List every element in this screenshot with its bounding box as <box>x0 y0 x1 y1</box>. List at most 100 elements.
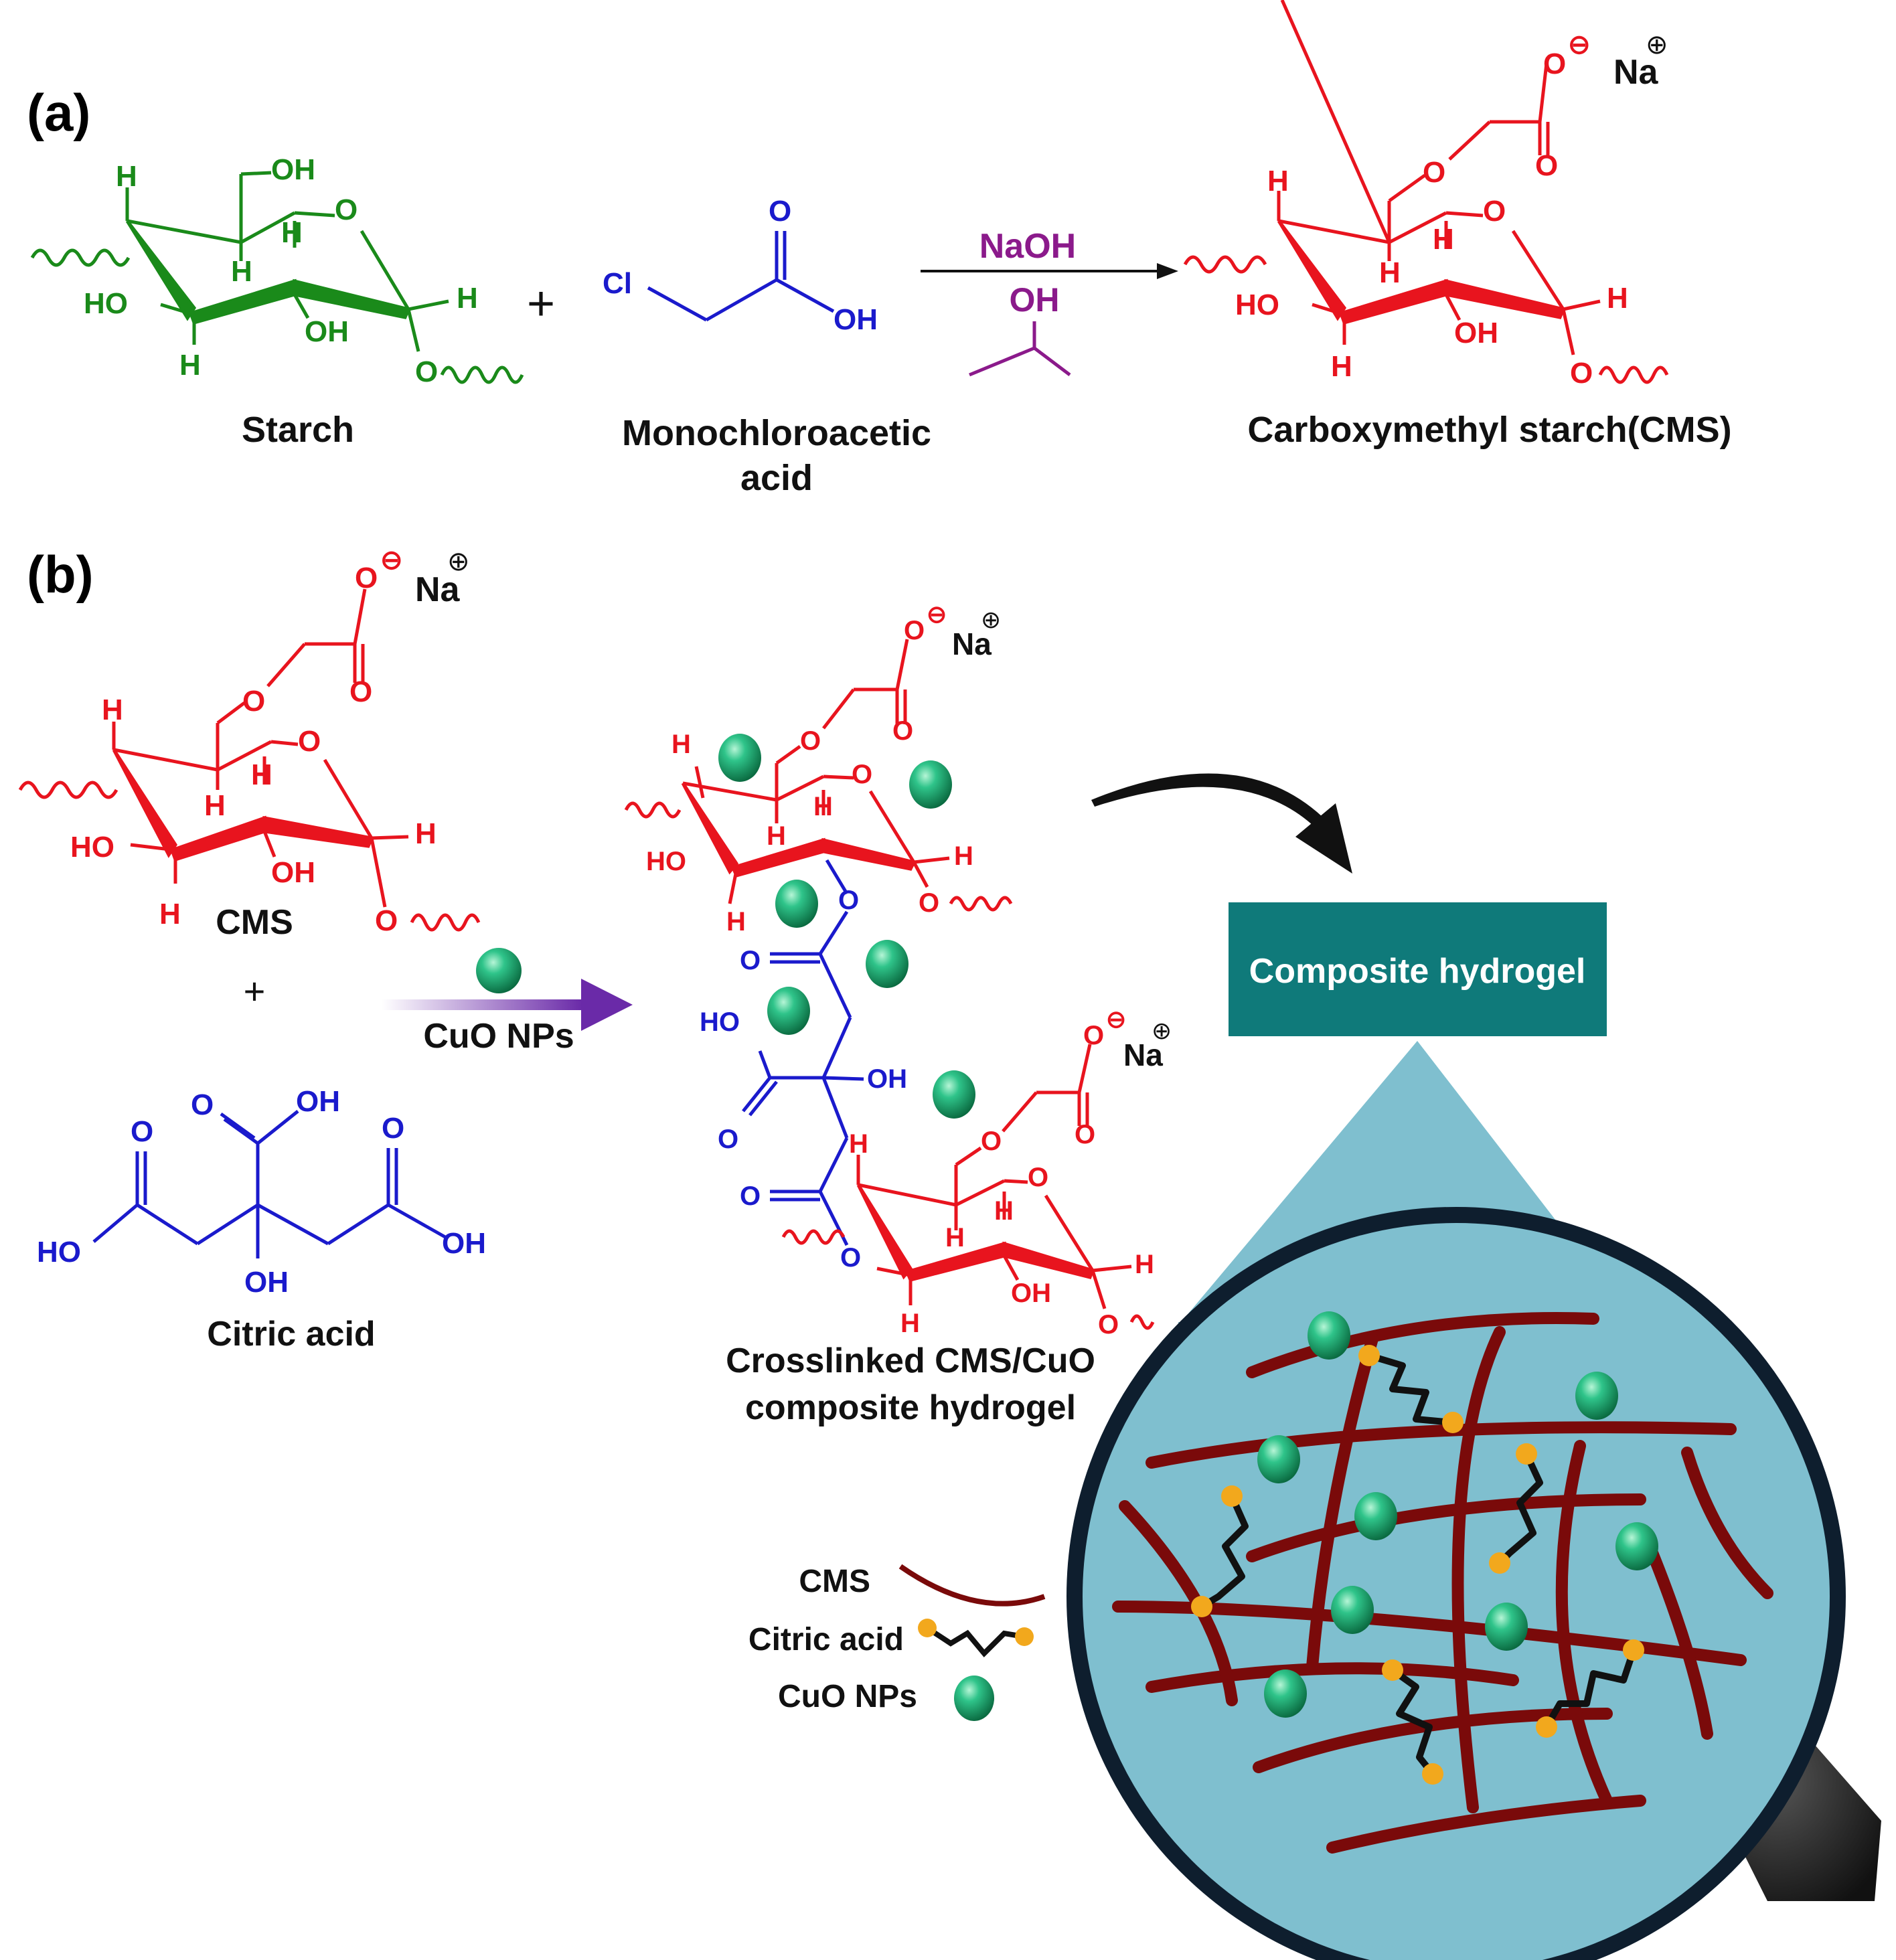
atom: O <box>904 616 925 645</box>
cuo-np <box>1575 1372 1618 1420</box>
atom: H <box>954 841 973 871</box>
citric-node <box>1221 1485 1243 1507</box>
cuo-np <box>1615 1522 1658 1570</box>
atom: OH <box>834 303 878 336</box>
atom: OH <box>1454 317 1498 349</box>
citric-node <box>1442 1412 1464 1433</box>
reagent-isopropanol-oh: OH <box>1010 281 1060 319</box>
isopropanol-skeleton <box>969 321 1071 377</box>
citric-node <box>1191 1596 1212 1617</box>
panel-a-label: (a) <box>27 83 90 142</box>
atom: O <box>131 1115 153 1148</box>
atom: O <box>191 1088 214 1121</box>
cms-chain <box>1641 1534 1713 1740</box>
atom: H <box>159 898 181 930</box>
minus-charge: ⊖ <box>1568 30 1591 60</box>
cuo-np <box>767 987 810 1035</box>
sodium-ion-b2: Na <box>952 627 992 661</box>
atom: O <box>1075 1120 1095 1149</box>
starch-atoms: OH O H H H H HO OH H O <box>84 153 478 388</box>
cms-b-structure <box>18 588 481 932</box>
atom: HO <box>70 831 114 864</box>
crosslinked-top-atoms: O ⊖ O O O H H H H HO H O <box>646 600 973 936</box>
plus-sign-a: + <box>527 277 555 331</box>
atom: O <box>1098 1310 1119 1339</box>
sodium-ion-b1: Na <box>415 570 461 609</box>
atom: H <box>767 821 786 851</box>
crosslinked-label-line1: Crosslinked CMS/CuO <box>726 1341 1095 1380</box>
atom: OH <box>271 153 315 186</box>
atom: OH <box>867 1064 907 1094</box>
atom: H <box>945 1223 965 1252</box>
citric-node <box>1536 1716 1557 1738</box>
atom: H <box>116 160 137 193</box>
atom: O <box>1535 149 1558 182</box>
cuo-np <box>775 880 818 928</box>
atom: O <box>375 904 398 937</box>
atom: OH <box>442 1227 486 1260</box>
cms-product-structure <box>1183 0 1669 384</box>
atom: H <box>1331 350 1352 383</box>
legend-cuo-swatch <box>954 1676 994 1721</box>
mca-atoms: Cl O OH <box>603 195 878 336</box>
citric-nodes <box>1191 1345 1644 1785</box>
atom: H <box>231 255 252 288</box>
cms-b-label: CMS <box>216 903 293 942</box>
cuo-np-arrow <box>476 948 522 993</box>
atom: OH <box>244 1266 289 1299</box>
citric-atoms: O HO O OH O OH OH <box>37 1085 486 1299</box>
lens-cuo-nps <box>1257 1311 1658 1718</box>
atom: O <box>382 1112 404 1145</box>
crosslinked-top-structure <box>624 639 1013 912</box>
plus-charge-b1: ⊕ <box>447 547 470 576</box>
atom: H <box>849 1129 868 1159</box>
atom: OH <box>1011 1279 1051 1308</box>
atom: O <box>800 726 821 756</box>
legend-citric-node <box>918 1619 937 1637</box>
atom: HO <box>700 1007 740 1037</box>
minus-charge: ⊖ <box>927 600 947 628</box>
crosslinked-label-line2: composite hydrogel <box>745 1388 1076 1427</box>
crosslinked-linker-atoms: O O HO OH O O O <box>700 886 907 1273</box>
atom: H <box>726 907 746 936</box>
arrow-label-cuo: CuO NPs <box>423 1017 574 1056</box>
citric-structure <box>92 1110 447 1258</box>
cms-chain <box>1146 1421 1737 1469</box>
citric-node <box>1382 1659 1403 1681</box>
atom: O <box>919 888 939 918</box>
sodium-ion-b3: Na <box>1123 1038 1163 1072</box>
atom: H <box>994 1196 1014 1226</box>
cuo-np <box>1331 1586 1374 1634</box>
cuo-np <box>909 760 952 809</box>
citric-linker <box>1200 1494 1249 1610</box>
atom: O <box>740 946 761 975</box>
atom: O <box>298 725 321 758</box>
plus-charge-b2: ⊕ <box>981 606 1001 633</box>
minus-charge: ⊖ <box>380 546 403 575</box>
atom: H <box>457 282 478 315</box>
atom: O <box>769 195 791 228</box>
cuo-np <box>1257 1435 1300 1483</box>
cms-product-atoms: O ⊖ O O O H H H H HO OH H O <box>1235 30 1628 390</box>
callout-box <box>1229 902 1607 1036</box>
atom: O <box>1028 1163 1048 1192</box>
atom: OH <box>296 1085 340 1118</box>
reagent-naoh: NaOH <box>979 227 1076 266</box>
citric-linkers <box>1200 1352 1637 1777</box>
legend: CMS Citric acid CuO NPs <box>748 1564 1046 1721</box>
plus-charge-b3: ⊕ <box>1152 1017 1172 1044</box>
reaction-arrow-a <box>921 263 1178 279</box>
starch-label: Starch <box>242 410 354 450</box>
atom: H <box>415 817 437 850</box>
atom: O <box>840 1243 861 1273</box>
atom: OH <box>271 856 315 889</box>
atom: O <box>852 760 872 789</box>
sodium-ion-a: Na <box>1613 53 1659 92</box>
starch-structure <box>30 171 524 384</box>
cuo-np <box>1308 1311 1350 1360</box>
cuo-np <box>933 1070 975 1119</box>
crosslinked-cuo-nps <box>718 734 975 1119</box>
atom: O <box>335 193 358 226</box>
atom: O <box>242 685 265 718</box>
legend-cms-label: CMS <box>799 1564 870 1599</box>
